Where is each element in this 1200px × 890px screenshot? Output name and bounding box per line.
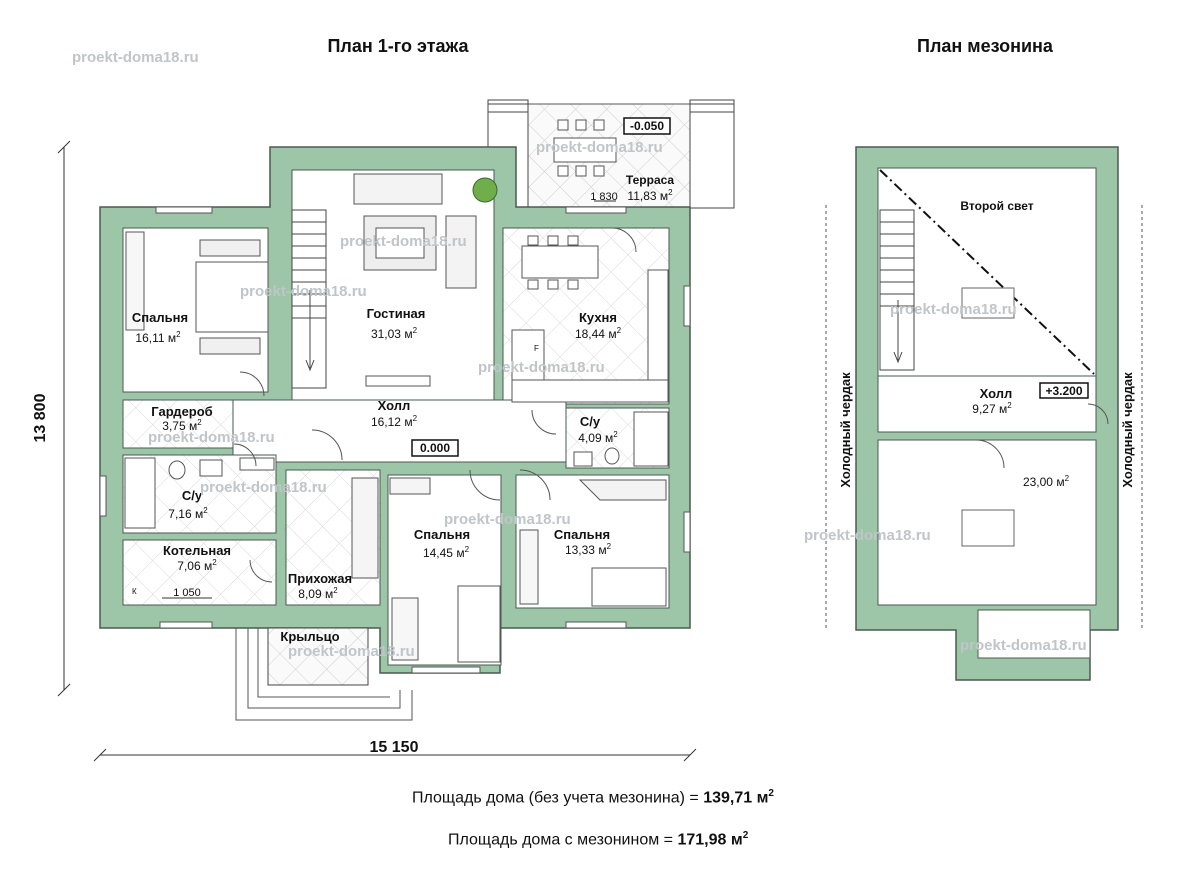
terrace-dimension: 1 830 [590, 191, 618, 203]
total-without-value: 139,71 м [703, 789, 769, 807]
bedroom2-name: Спальня [414, 527, 470, 542]
width-dimension: 15 150 [370, 739, 419, 756]
watermark: proekt-doma18.ru [200, 479, 327, 496]
cold-attic-right: Холодный чердак [1120, 372, 1135, 488]
windows [99, 206, 691, 674]
entry-closet [351, 477, 379, 579]
boiler-area: 7,06 м2 [177, 558, 217, 573]
height-dimension: 13 800 [32, 393, 49, 442]
porch-name: Крыльцо [280, 629, 339, 644]
watermark: proekt-doma18.ru [536, 139, 663, 156]
total-with-label: Площадь дома с мезонином = [448, 831, 678, 849]
watermark: proekt-doma18.ru [890, 301, 1017, 318]
terrace-name: Терраса [626, 173, 675, 187]
first-floor-plan [99, 99, 735, 721]
stairs-first-floor [291, 209, 327, 389]
boiler-room [122, 539, 277, 606]
hall-area: 16,12 м2 [371, 414, 418, 429]
kitchen-name: Кухня [579, 310, 617, 325]
hall-level: 0.000 [420, 441, 450, 455]
living-furniture [353, 173, 498, 387]
wc-small-area: 4,09 м2 [578, 430, 618, 445]
bedroom1-name: Спальня [132, 310, 188, 325]
bedroom3-furniture [519, 479, 667, 607]
terrace-steps-right [689, 99, 735, 209]
mezz-level-box [1039, 382, 1089, 399]
total-area-with-mezzanine: Площадь дома с мезонином = 171,98 м2 [448, 830, 748, 849]
superscript-2: 2 [768, 788, 774, 799]
bath-area: 7,16 м2 [168, 506, 208, 521]
living-name: Гостиная [367, 306, 426, 321]
watermark: proekt-doma18.ru [288, 643, 415, 660]
watermark: proekt-doma18.ru [240, 283, 367, 300]
terrace-area: 11,83 м2 [627, 188, 673, 203]
bedroom1-furniture [125, 231, 269, 355]
attic-lines [825, 205, 1143, 630]
entry-name: Прихожая [288, 571, 352, 586]
terrace-level: -0.050 [630, 119, 664, 133]
bedroom3-name: Спальня [554, 527, 610, 542]
watermark: proekt-doma18.ru [478, 359, 605, 376]
entry-area: 8,09 м2 [298, 586, 338, 601]
bedroom2-furniture [389, 479, 501, 663]
mezz-hall-name: Холл [980, 386, 1013, 401]
living-area: 31,03 м2 [371, 326, 418, 341]
wardrobe-area: 3,75 м2 [162, 418, 202, 433]
watermark: proekt-doma18.ru [444, 511, 571, 528]
boiler-dimension: 1 050 [173, 587, 201, 599]
second-light-name: Второй свет [960, 199, 1033, 213]
watermark: proekt-doma18.ru [148, 429, 275, 446]
cold-attic-left: Холодный чердак [838, 372, 853, 488]
total-without-label: Площадь дома (без учета мезонина) = [412, 789, 704, 807]
first-floor-title: План 1-го этажа [327, 36, 469, 56]
kitchen-area: 18,44 м2 [575, 326, 622, 341]
wc-small-name: С/у [580, 414, 601, 429]
boiler-name: Котельная [163, 543, 231, 558]
total-area-without-mezzanine: Площадь дома (без учета мезонина) = 139,… [412, 788, 774, 807]
kitchen-furniture [511, 235, 669, 403]
bath-fixtures [124, 457, 275, 529]
hall-room [232, 399, 567, 463]
door-swings [233, 227, 637, 583]
total-with-value: 171,98 м [677, 831, 743, 849]
mezzanine-title: План мезонина [917, 36, 1054, 56]
mezz-doors [975, 403, 1109, 469]
bedroom2-area: 14,45 м2 [423, 545, 470, 560]
porch-floor [267, 627, 369, 686]
watermark: proekt-doma18.ru [72, 49, 199, 66]
terrace-level-box [623, 117, 671, 135]
mezz-hall-area: 9,27 м2 [972, 401, 1012, 416]
porch-steps [235, 628, 413, 721]
watermark: proekt-doma18.ru [960, 637, 1087, 654]
watermark: proekt-doma18.ru [340, 233, 467, 250]
skylights [961, 287, 1015, 547]
watermarks: proekt-doma18.ru proekt-doma18.ru proekt… [72, 49, 1087, 660]
fridge-label: F [534, 344, 539, 353]
bedroom1-area: 16,11 м2 [135, 330, 181, 345]
wc-small-fixtures [573, 411, 669, 467]
terrace-table [553, 119, 617, 177]
stairs-mezzanine [879, 209, 915, 371]
wardrobe-room [122, 399, 234, 449]
bath-name: С/у [182, 488, 203, 503]
void-diagonal [879, 169, 1095, 375]
mezz-room-area: 23,00 м2 [1023, 474, 1070, 489]
superscript-2: 2 [742, 830, 749, 841]
boiler-k-label: К [132, 587, 137, 596]
dimension-lines [57, 140, 697, 762]
hall-name: Холл [378, 398, 411, 413]
mezz-hall-level: +3.200 [1045, 384, 1082, 398]
watermark: proekt-doma18.ru [804, 527, 931, 544]
mezzanine-plan [825, 146, 1143, 681]
bedroom3-area: 13,33 м2 [565, 542, 612, 557]
wardrobe-name: Гардероб [151, 404, 212, 419]
hall-level-box [411, 439, 459, 457]
